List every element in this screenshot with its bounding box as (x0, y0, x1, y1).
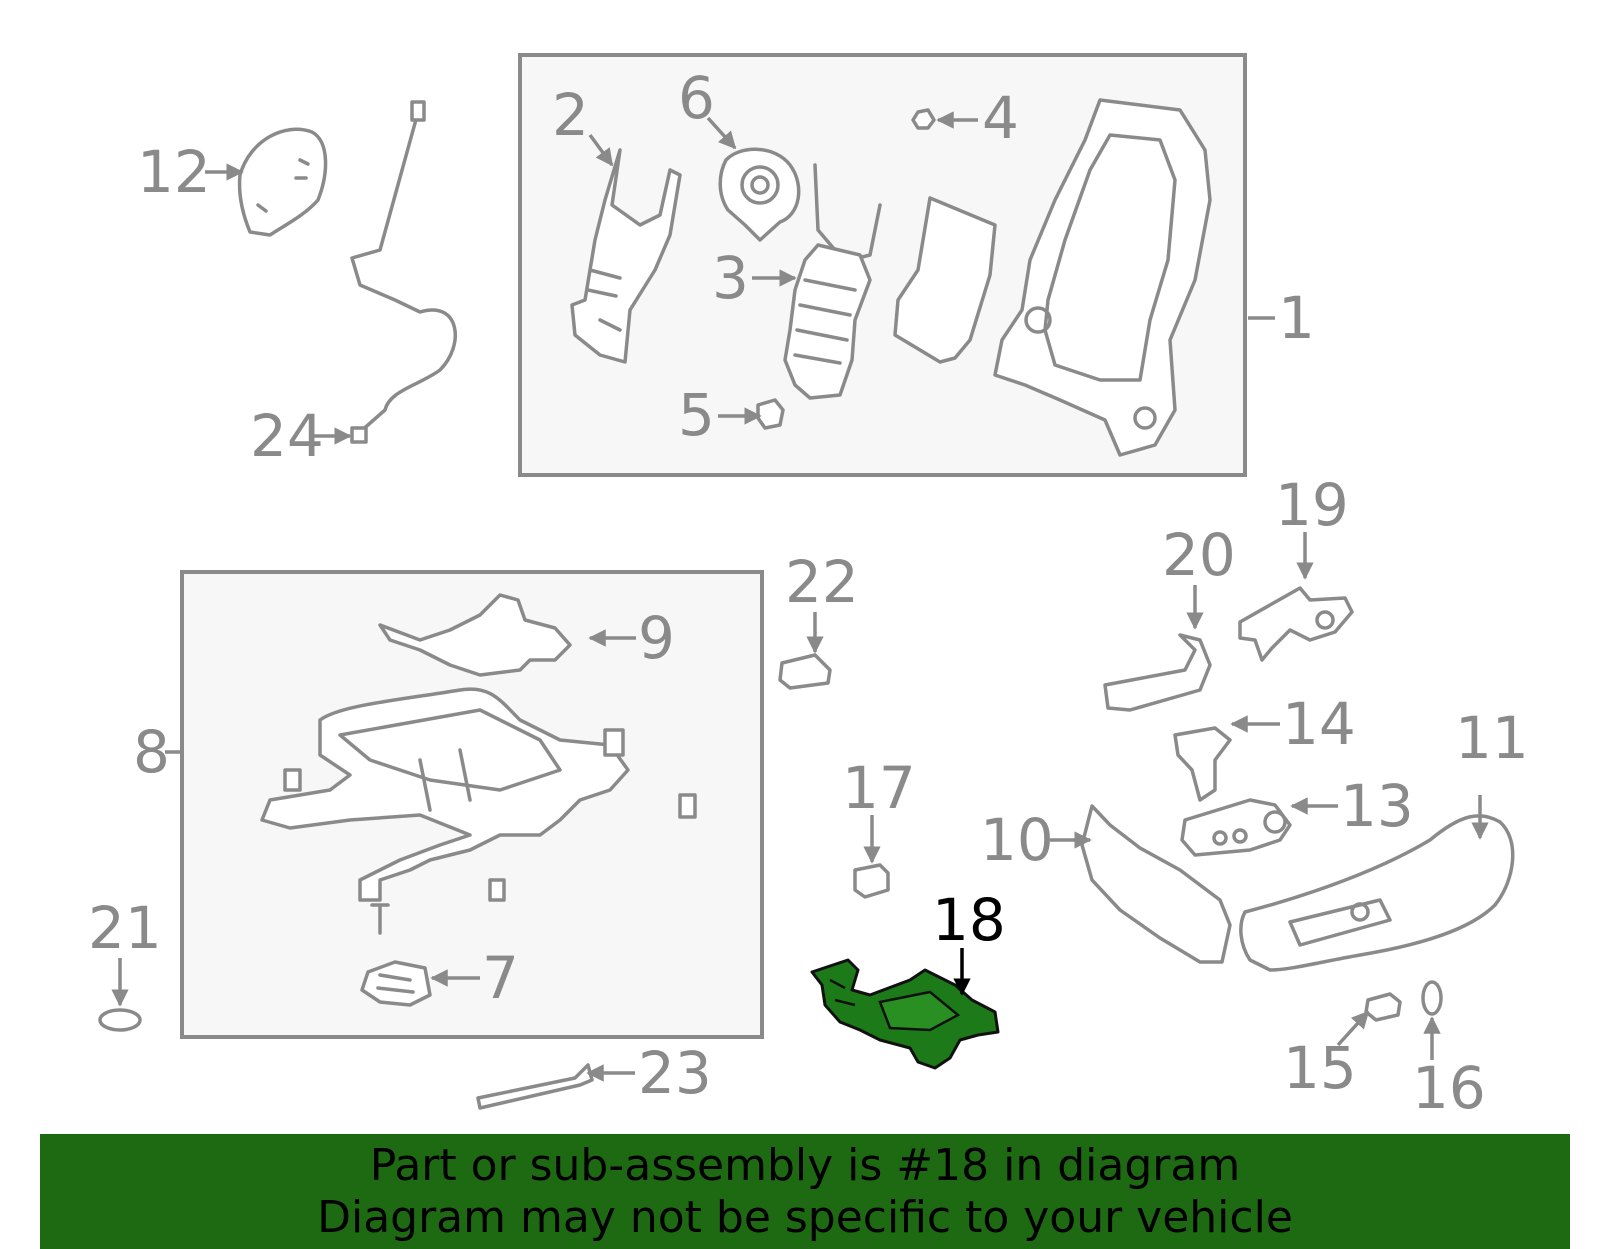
part-24-wire-harness[interactable] (350, 100, 458, 444)
part-11-outer-shield[interactable] (1239, 814, 1515, 972)
part-20-escutcheon[interactable] (1103, 633, 1212, 712)
callout-4[interactable]: 4 (982, 84, 1019, 152)
part-6-lumbar-motor[interactable] (718, 147, 801, 242)
part-15-knob[interactable] (1364, 992, 1402, 1022)
part-22-bracket[interactable] (778, 653, 832, 690)
banner-disclaimer-line: Diagram may not be specific to your vehi… (317, 1192, 1293, 1243)
part-10-inner-shield[interactable] (1080, 804, 1232, 964)
callout-7[interactable]: 7 (482, 944, 519, 1012)
callout-14[interactable]: 14 (1282, 690, 1356, 758)
callout-13[interactable]: 13 (1340, 772, 1414, 840)
leader-lines (111, 111, 1489, 1082)
callout-15[interactable]: 15 (1283, 1034, 1357, 1102)
part-4-nut[interactable] (911, 108, 936, 130)
part-13-power-switch[interactable] (1180, 798, 1292, 857)
callout-24[interactable]: 24 (250, 402, 324, 470)
callout-1[interactable]: 1 (1278, 284, 1315, 352)
callout-3[interactable]: 3 (712, 244, 749, 312)
callout-2[interactable]: 2 (552, 81, 589, 149)
callout-23[interactable]: 23 (638, 1039, 712, 1107)
part-8-seat-track-assembly[interactable] (260, 687, 697, 935)
seatback-pad (893, 196, 997, 364)
banner-part-line: Part or sub-assembly is #18 in diagram (369, 1140, 1241, 1191)
callout-16[interactable]: 16 (1412, 1054, 1486, 1122)
part-14-switch-bracket[interactable] (1173, 726, 1232, 802)
callout-22[interactable]: 22 (785, 548, 859, 616)
part-7-slide-motor[interactable] (360, 960, 432, 1007)
callout-12[interactable]: 12 (137, 138, 211, 206)
part-9-cushion-frame-upper[interactable] (378, 593, 572, 677)
part-16-knob[interactable] (1421, 980, 1443, 1016)
part-5-clip[interactable] (756, 398, 785, 430)
callout-17[interactable]: 17 (842, 754, 916, 822)
part-21-clip[interactable] (98, 1008, 142, 1032)
callout-19[interactable]: 19 (1275, 471, 1349, 539)
callout-18-highlighted[interactable]: 18 (932, 886, 1006, 954)
part-3-lumbar-support[interactable] (783, 163, 882, 400)
part-2-side-bracket[interactable] (570, 148, 682, 364)
callout-6[interactable]: 6 (678, 64, 715, 132)
part-18-seat-adjuster-frame[interactable] (810, 958, 1000, 1070)
part-23-rod[interactable] (476, 1063, 594, 1110)
callout-21[interactable]: 21 (88, 894, 162, 962)
callout-11[interactable]: 11 (1455, 704, 1529, 772)
callout-9[interactable]: 9 (638, 604, 675, 672)
part-19-knob-bracket[interactable] (1238, 586, 1354, 662)
part-1-seatback-frame[interactable] (993, 98, 1212, 457)
callout-labels: 1 2 3 4 5 6 7 8 9 10 11 12 13 14 15 16 1… (88, 64, 1529, 1122)
callout-5[interactable]: 5 (678, 381, 715, 449)
part-12-cover[interactable] (237, 127, 328, 237)
callout-10[interactable]: 10 (980, 806, 1054, 874)
part-17-block[interactable] (853, 863, 890, 899)
callout-8[interactable]: 8 (133, 718, 170, 786)
info-banner: Part or sub-assembly is #18 in diagram D… (40, 1134, 1570, 1249)
callout-20[interactable]: 20 (1162, 521, 1236, 589)
